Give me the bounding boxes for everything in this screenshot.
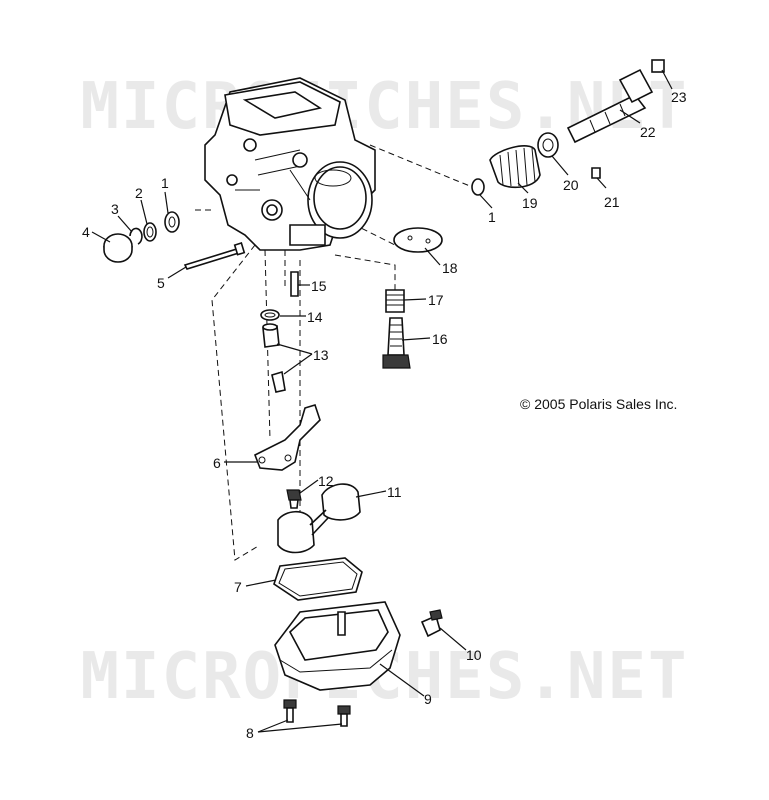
- carburetor-body: [204, 77, 376, 251]
- callout-15: 15: [311, 278, 327, 294]
- drain-screw-10: [420, 609, 443, 638]
- callout-9: 9: [424, 691, 432, 707]
- float-bowl-9: [274, 601, 401, 691]
- screw-12: [286, 489, 302, 509]
- callout-16: 16: [432, 331, 448, 347]
- jet-parts: [260, 271, 299, 393]
- callout-22: 22: [640, 124, 656, 140]
- callout-1-left: 1: [161, 175, 169, 191]
- leader-lines: [91, 69, 673, 733]
- vacuum-plate-18: [393, 227, 443, 253]
- copyright-notice: © 2005 Polaris Sales Inc.: [520, 396, 678, 412]
- idle-screw-5: [183, 242, 246, 270]
- callout-20: 20: [563, 177, 579, 193]
- bracket-6: [253, 404, 321, 471]
- callout-2: 2: [135, 185, 143, 201]
- left-washers: [103, 211, 180, 263]
- callout-10: 10: [466, 647, 482, 663]
- callout-8: 8: [246, 725, 254, 741]
- callout-17: 17: [428, 292, 444, 308]
- callout-23: 23: [671, 89, 687, 105]
- throttle-parts: [471, 59, 665, 196]
- callout-3: 3: [111, 201, 119, 217]
- callout-7: 7: [234, 579, 242, 595]
- screws-8: [283, 699, 351, 727]
- callout-14: 14: [307, 309, 323, 325]
- callout-21: 21: [604, 194, 620, 210]
- callout-13: 13: [313, 347, 329, 363]
- callout-19: 19: [522, 195, 538, 211]
- callout-12: 12: [318, 473, 334, 489]
- callout-18: 18: [442, 260, 458, 276]
- callout-5: 5: [157, 275, 165, 291]
- callout-6: 6: [213, 455, 221, 471]
- gasket-7: [273, 557, 363, 601]
- callout-1-right: 1: [488, 209, 496, 225]
- callout-4: 4: [82, 224, 90, 240]
- callout-11: 11: [387, 484, 402, 500]
- needle-parts: [382, 289, 411, 369]
- float-11: [277, 483, 361, 554]
